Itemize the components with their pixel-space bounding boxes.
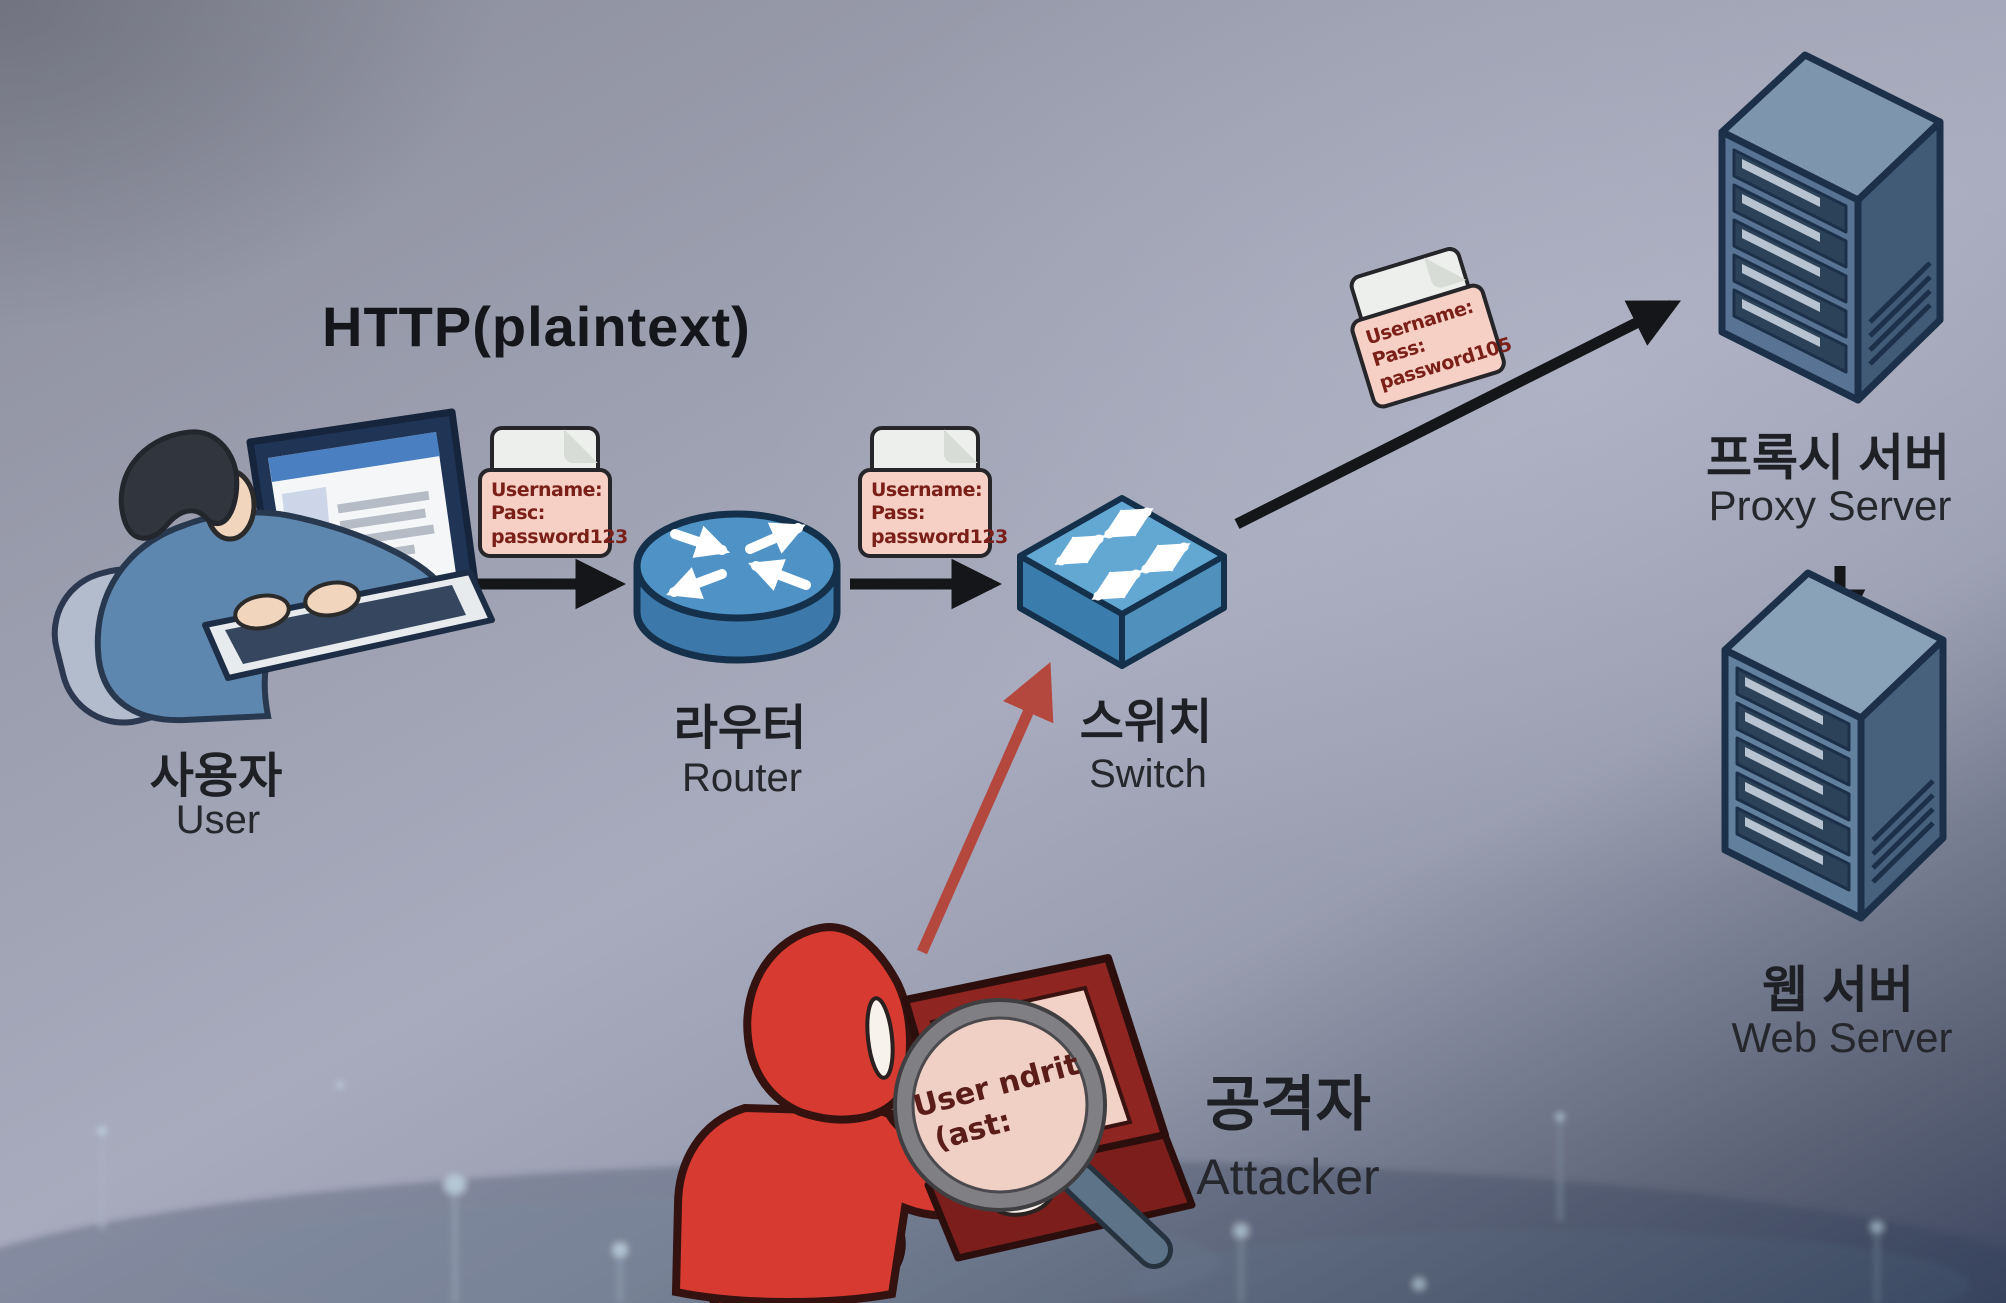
label-switch-ko: 스위치	[1079, 696, 1213, 749]
arrow-switch-to-proxy	[1234, 300, 1682, 529]
label-user-en: User	[175, 798, 261, 842]
document-fold-icon	[944, 429, 978, 463]
magnifier-icon: User ndrit (ast:	[893, 998, 1173, 1269]
packet-line: Pasc:	[491, 502, 545, 525]
user-hair	[118, 429, 240, 541]
packet-line: Username:	[491, 479, 603, 501]
document-fold-icon	[564, 429, 598, 463]
label-web-en: Web Server	[1731, 1014, 1953, 1061]
label-attacker-ko: 공격자	[1205, 1071, 1371, 1138]
label-proxy-ko: 프록시 서버	[1706, 430, 1950, 486]
label-router-ko: 라우터	[673, 702, 807, 755]
label-proxy-en: Proxy Server	[1708, 482, 1952, 529]
web-server-icon	[1721, 569, 1947, 922]
packet-line: Username:	[871, 479, 983, 501]
packet-credentials-1: Username: Pasc: password123	[478, 426, 628, 558]
arrow-attacker-to-switch	[916, 661, 1054, 955]
attacker-figure: User ndrit (ast:	[671, 923, 1196, 1303]
packet-text: Username: Pass: password123	[858, 468, 1008, 558]
label-user-ko: 사용자	[149, 750, 283, 803]
attacker-hood	[743, 923, 914, 1124]
packet-text: Username: Pasc: password123	[478, 468, 628, 558]
proxy-server-icon	[1718, 51, 1944, 404]
user-figure	[51, 408, 495, 726]
label-web-ko: 웹 서버	[1762, 962, 1914, 1018]
packet-line: password123	[491, 525, 628, 548]
label-switch-en: Switch	[1089, 752, 1207, 796]
diagram-title: HTTP(plaintext)	[322, 295, 751, 358]
router-icon	[633, 510, 841, 664]
packet-line: Pass:	[871, 502, 925, 525]
packet-line: password123	[871, 525, 1008, 548]
label-router-en: Router	[681, 756, 803, 800]
label-attacker-en: Attacker	[1196, 1149, 1380, 1205]
packet-credentials-2: Username: Pass: password123	[858, 426, 1008, 558]
switch-icon	[1017, 495, 1227, 669]
